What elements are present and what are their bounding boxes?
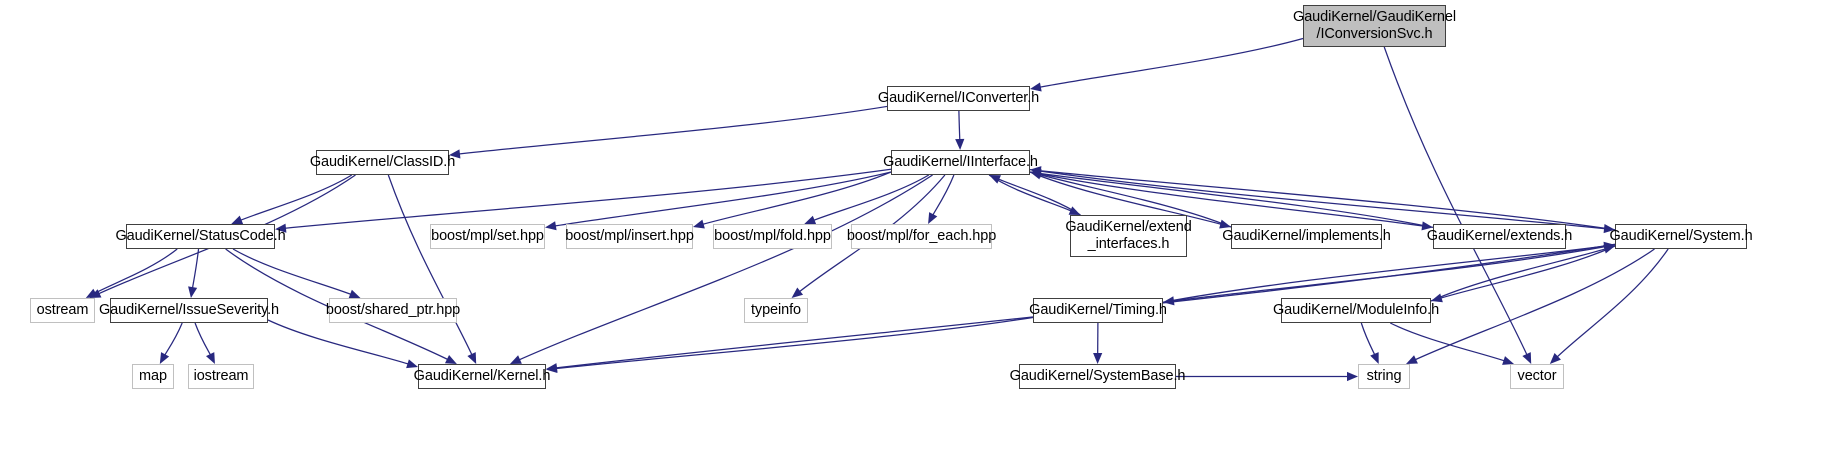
edge-system-to-moduleinfo <box>1438 245 1616 300</box>
edge-arrowhead-iinterface-to-statuscode <box>275 223 287 233</box>
edges-group <box>85 37 1669 382</box>
edge-classid-to-kernel <box>387 174 474 358</box>
edge-system-to-vector <box>1555 248 1669 359</box>
edge-iinterface-to-implements <box>1029 171 1224 226</box>
edge-issueseverity-to-kernel <box>267 319 411 366</box>
edge-arrowhead-system-to-vector <box>1549 353 1561 364</box>
edge-moduleinfo-to-string <box>1360 322 1377 357</box>
edge-moduleinfo-to-vector <box>1390 322 1507 363</box>
graph-node-system[interactable]: GaudiKernel/System.h <box>1609 224 1753 249</box>
graph-node-vector[interactable]: vector <box>1510 364 1564 389</box>
edge-arrowhead-moduleinfo-to-string <box>1370 352 1379 364</box>
edge-arrowhead-iinterface-to-mplfold <box>804 215 817 225</box>
graph-node-timing[interactable]: GaudiKernel/Timing.h <box>1029 298 1167 323</box>
graph-node-typeinfo[interactable]: typeinfo <box>744 298 808 323</box>
edge-arrowhead-iconverter-to-iinterface <box>955 138 965 150</box>
edge-arrowhead-systembase-to-string <box>1347 371 1358 382</box>
edge-arrowhead-statuscode-to-ostream <box>85 288 98 298</box>
edge-arrowhead-iinterface-to-mplforeach <box>928 212 938 224</box>
edge-issueseverity-to-iostream <box>194 322 213 358</box>
graph-node-mplinsert[interactable]: boost/mpl/insert.hpp <box>565 224 694 249</box>
edge-timing-to-system <box>1162 245 1608 303</box>
graph-node-mplforeach[interactable]: boost/mpl/for_each.hpp <box>847 224 996 249</box>
edge-arrowhead-issueseverity-to-map <box>159 352 170 364</box>
edge-statuscode-to-sharedptr <box>232 248 354 296</box>
graph-node-string[interactable]: string <box>1358 364 1410 389</box>
edge-iconversionsvc-to-vector <box>1383 46 1529 358</box>
edge-arrowhead-moduleinfo-to-system <box>1603 244 1615 254</box>
graph-node-iconverter[interactable]: GaudiKernel/IConverter.h <box>878 86 1039 111</box>
edge-moduleinfo-to-system <box>1430 247 1608 302</box>
edge-iinterface-to-kernel <box>516 174 933 362</box>
graph-node-iostream[interactable]: iostream <box>188 364 254 389</box>
edge-arrowhead-system-to-string <box>1406 355 1418 364</box>
edge-extends-to-iinterface <box>1037 172 1434 228</box>
graph-node-sharedptr[interactable]: boost/shared_ptr.hpp <box>326 298 460 323</box>
edge-iinterface-to-extends <box>1029 171 1426 227</box>
edge-arrowhead-moduleinfo-to-vector <box>1502 356 1514 365</box>
edge-arrowhead-iconversionsvc-to-vector <box>1522 352 1532 364</box>
edge-iinterface-to-system <box>1029 169 1608 230</box>
graph-node-implements[interactable]: GaudiKernel/implements.h <box>1222 224 1391 249</box>
edge-system-to-string <box>1412 248 1655 362</box>
graph-node-extendinterfaces[interactable]: GaudiKernel/extend _interfaces.h <box>1065 215 1192 257</box>
graph-node-systembase[interactable]: GaudiKernel/SystemBase.h <box>1010 364 1185 389</box>
graph-node-issueseverity[interactable]: GaudiKernel/IssueSeverity.h <box>99 298 279 323</box>
edge-iinterface-to-mplfold <box>811 174 930 222</box>
edge-arrowhead-classid-to-statuscode <box>231 215 244 225</box>
edge-iconverter-to-iinterface <box>958 110 961 143</box>
edge-arrowhead-statuscode-to-sharedptr <box>348 289 361 299</box>
edge-extendinterfaces-to-iinterface <box>996 177 1081 216</box>
edge-arrowhead-classid-to-kernel <box>467 352 477 364</box>
edge-arrowhead-timing-to-kernel <box>546 363 558 374</box>
edge-arrowhead-iconverter-to-classid <box>449 149 461 159</box>
graph-node-classid[interactable]: GaudiKernel/ClassID.h <box>310 150 455 175</box>
edge-arrowhead-issueseverity-to-kernel <box>406 359 418 369</box>
edge-classid-to-statuscode <box>238 174 353 222</box>
edge-iinterface-to-statuscode <box>282 168 892 230</box>
edge-arrowhead-system-to-iinterface <box>1030 166 1042 176</box>
edge-arrowhead-iinterface-to-mplset <box>545 221 557 231</box>
graph-node-kernel[interactable]: GaudiKernel/Kernel.h <box>414 364 550 389</box>
edge-iinterface-to-mplforeach <box>931 174 955 218</box>
graph-node-mplset[interactable]: boost/mpl/set.hpp <box>430 224 545 249</box>
graph-node-statuscode[interactable]: GaudiKernel/StatusCode.h <box>115 224 286 249</box>
edge-arrowhead-iinterface-to-mplinsert <box>693 219 705 229</box>
graph-node-ostream[interactable]: ostream <box>30 298 95 323</box>
edge-arrowhead-iconversionsvc-to-iconverter <box>1030 82 1042 92</box>
edge-arrowhead-statuscode-to-kernel <box>444 354 457 364</box>
graph-node-iconversionsvc[interactable]: GaudiKernel/GaudiKernel /IConversionSvc.… <box>1293 5 1456 47</box>
edge-issueseverity-to-map <box>163 322 183 358</box>
edge-arrowhead-statuscode-to-issueseverity <box>188 286 198 298</box>
edge-arrowhead-extendinterfaces-to-iinterface <box>989 175 1001 184</box>
graph-node-map[interactable]: map <box>132 364 174 389</box>
graph-node-extends[interactable]: GaudiKernel/extends.h <box>1427 224 1572 249</box>
edge-arrowhead-timing-to-systembase <box>1093 352 1103 364</box>
edge-arrowhead-issueseverity-to-iostream <box>206 352 215 364</box>
edge-statuscode-to-ostream <box>92 248 178 295</box>
edge-timing-to-kernel <box>553 316 1034 370</box>
graph-node-mplfold[interactable]: boost/mpl/fold.hpp <box>713 224 832 249</box>
edge-arrowhead-iinterface-to-kernel <box>509 355 522 364</box>
edge-implements-to-iinterface <box>1037 173 1232 228</box>
edge-iinterface-to-mplset <box>552 171 892 227</box>
graph-node-moduleinfo[interactable]: GaudiKernel/ModuleInfo.h <box>1273 298 1439 323</box>
graph-node-iinterface[interactable]: GaudiKernel/IInterface.h <box>883 150 1038 175</box>
edge-arrowhead-iinterface-to-typeinfo <box>791 287 804 298</box>
edge-iconverter-to-classid <box>456 105 888 155</box>
edge-iinterface-to-mplinsert <box>700 171 892 226</box>
edge-system-to-iinterface <box>1037 169 1616 231</box>
edge-iconversionsvc-to-iconverter <box>1037 37 1304 89</box>
